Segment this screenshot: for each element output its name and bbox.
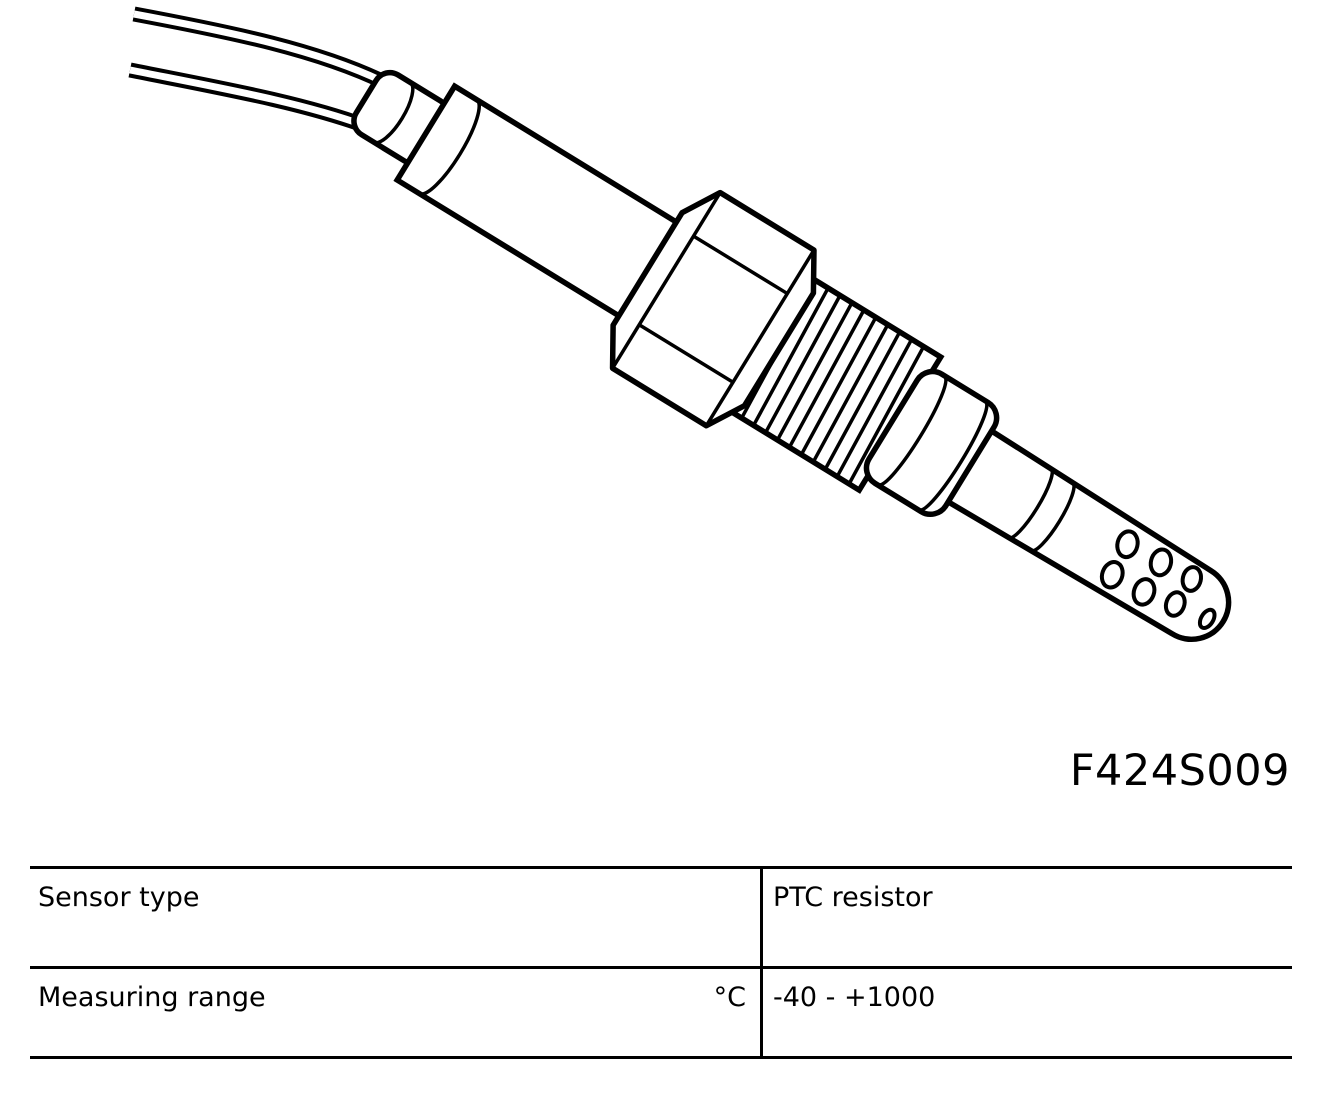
spec-value: -40 - +1000 [773, 982, 936, 1013]
spec-label-cell: Sensor type [30, 869, 760, 966]
table-row: Measuring range °C -40 - +1000 [30, 969, 1292, 1056]
collar-ring-part [863, 368, 1000, 518]
spec-label-cell: Measuring range °C [30, 969, 760, 1056]
hex-nut-part [609, 189, 817, 429]
spec-table: Sensor type PTC resistor Measuring range… [30, 866, 1292, 1059]
probe-holes [1099, 529, 1217, 630]
spec-unit: °C [713, 982, 746, 1013]
spec-label: Sensor type [38, 882, 200, 913]
sensor-wires [128, 6, 392, 134]
figure-code: F424S009 [1069, 746, 1290, 796]
table-row: Sensor type PTC resistor [30, 869, 1292, 969]
probe-shaft-part [921, 413, 1232, 643]
spec-value-cell: PTC resistor [760, 869, 1292, 966]
spec-value-cell: -40 - +1000 [760, 969, 1292, 1056]
sensor-illustration [128, 6, 1232, 643]
spec-value: PTC resistor [773, 882, 933, 913]
spec-label: Measuring range [38, 982, 266, 1013]
